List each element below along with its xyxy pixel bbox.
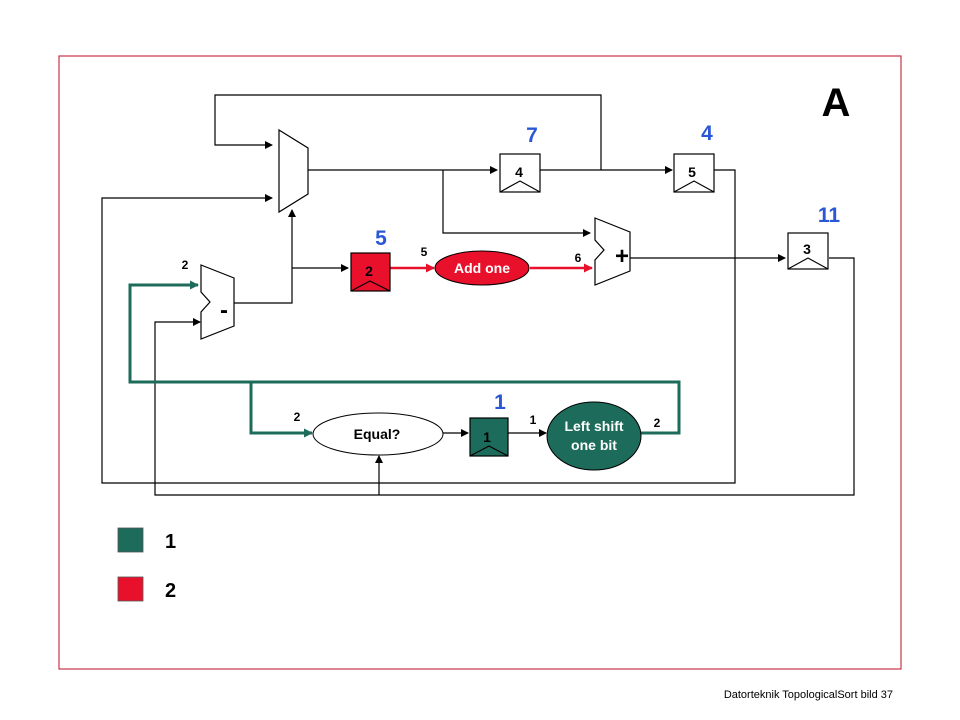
register-5-order: 4 <box>701 122 713 145</box>
left-shift-label-line2: one bit <box>571 437 617 453</box>
legend: 1 2 <box>117 527 176 602</box>
slide-frame <box>58 55 902 670</box>
subtract-alu: - <box>200 264 235 340</box>
register-5-label: 5 <box>688 164 696 180</box>
register-2: 2 <box>350 252 391 292</box>
equal-label: Equal? <box>354 426 401 442</box>
register-4-order: 7 <box>526 124 538 147</box>
legend-swatch-red <box>117 576 144 602</box>
register-5: 5 <box>673 153 715 193</box>
subtract-input-count: 2 <box>182 258 189 272</box>
register-1-order: 1 <box>494 391 506 414</box>
register-2-order: 5 <box>375 227 387 250</box>
add-one-node: Add one <box>434 250 530 286</box>
add-one-label: Add one <box>454 260 510 276</box>
subtract-symbol: - <box>220 297 228 324</box>
adder-input-count: 6 <box>575 251 582 265</box>
register-4: 4 <box>499 153 541 193</box>
register-3: 3 <box>787 232 829 270</box>
corner-label: A <box>822 81 851 125</box>
add-one-input-count: 5 <box>421 245 428 259</box>
register-1-label: 1 <box>483 429 491 445</box>
legend-label-2: 2 <box>165 580 176 602</box>
left-shift-node: Left shift one bit <box>546 401 642 471</box>
left-shift-input-count: 1 <box>530 413 537 427</box>
register-2-label: 2 <box>365 263 373 279</box>
register-4-label: 4 <box>515 164 523 180</box>
green-wires <box>128 280 681 438</box>
left-shift-output-count: 2 <box>654 416 661 430</box>
legend-label-1: 1 <box>165 531 176 553</box>
register-3-order: 11 <box>818 204 841 227</box>
add-symbol: + <box>615 243 629 270</box>
register-3-label: 3 <box>803 241 811 257</box>
equal-input-count: 2 <box>294 410 301 424</box>
register-1: 1 <box>469 417 509 457</box>
multiplexer <box>278 128 309 214</box>
equal-node: Equal? <box>312 412 444 456</box>
adder-alu: + <box>594 217 631 286</box>
legend-swatch-green <box>117 527 144 553</box>
footer-text: Datorteknik TopologicalSort bild 37 <box>724 689 893 701</box>
left-shift-label-line1: Left shift <box>564 418 623 434</box>
black-wires <box>101 94 855 496</box>
